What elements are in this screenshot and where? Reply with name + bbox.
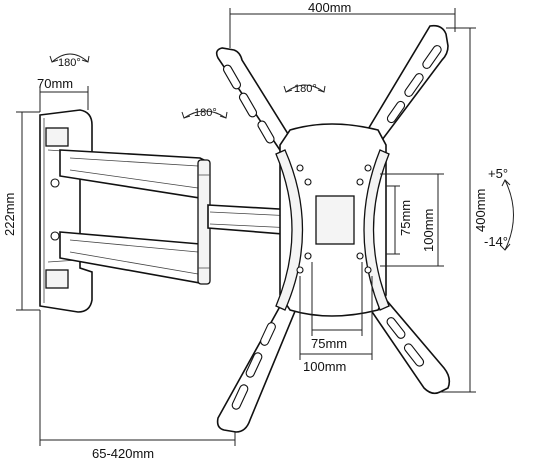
label-rotate-arm: 180° (194, 107, 217, 119)
dim-vesa-height: 75mm 100mm (380, 173, 444, 267)
label-vesa-h-large: 100mm (421, 209, 436, 252)
rotation-wall: 180° (49, 53, 90, 69)
rotation-arm: 180° (181, 107, 228, 119)
tv-bracket (215, 24, 451, 433)
dim-vesa-width: 75mm 100mm (299, 262, 373, 374)
dim-width-total: 400mm (229, 0, 456, 48)
label-tilt-down: -14° (484, 234, 508, 249)
rotation-plate: 180° (283, 83, 326, 95)
label-vesa-w-small: 75mm (311, 336, 347, 351)
tilt-indicator: +5° -14° (484, 166, 514, 251)
label-vesa-h-small: 75mm (398, 200, 413, 236)
swing-arm (59, 149, 301, 285)
wall-plate (39, 109, 93, 313)
label-width-total: 400mm (308, 0, 351, 15)
label-height-total: 400mm (473, 189, 488, 232)
dim-height-total: 400mm (440, 27, 488, 393)
label-rotate-plate: 180° (294, 83, 317, 95)
label-extension: 65-420mm (92, 446, 154, 461)
label-wall-plate-height: 222mm (2, 193, 17, 236)
label-tilt-up: +5° (488, 166, 508, 181)
label-rotate-wall: 180° (58, 57, 81, 69)
label-vesa-w-large: 100mm (303, 359, 346, 374)
dim-wall-plate-height: 222mm (2, 111, 40, 311)
label-wall-plate-width: 70mm (37, 76, 73, 91)
dim-extension: 65-420mm (39, 310, 236, 461)
dim-wall-plate-width: 70mm (37, 76, 89, 112)
